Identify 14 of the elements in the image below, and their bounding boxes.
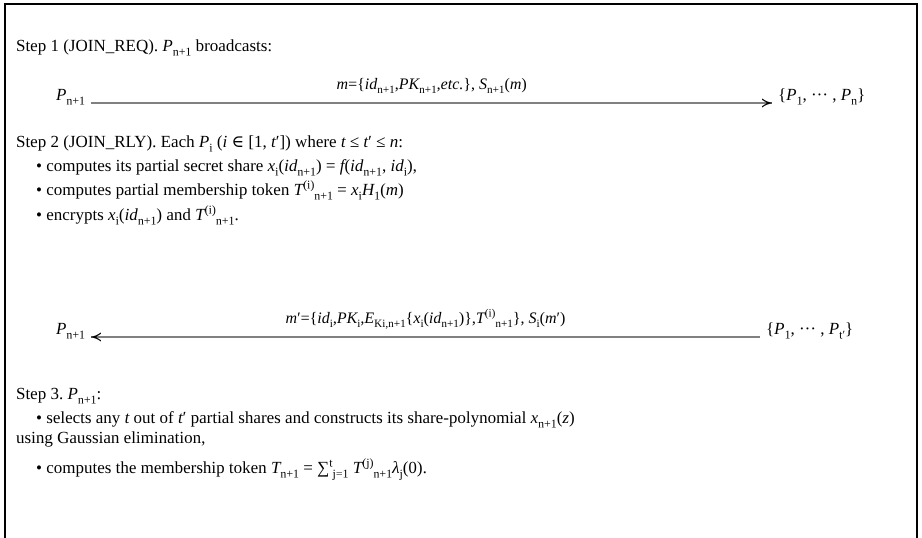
bullet-item: • selects any t out of t′ partial shares and constructs its share-polynomial x$_{n+1}$(z) using Gaussian elimination, [16,408,576,448]
bullet-item: • computes the membership token T$_{n+1}$ = ∑$^{t}$$_{j=1}$ T$^{(j)}$$_{n+1}$λ$_{j}$(0). [36,458,427,478]
step-heading: Step 1 (JOIN_REQ). P$_{n+1}$ broadcasts: [16,36,272,56]
bullet-item: • computes partial membership token T$^{(i)}$$_{n+1}$ = x$_{i}$H$_{1}$(m) [36,180,404,200]
message-label: m={id$_{n+1}$,PK$_{n+1}$,etc.}, S$_{n+1}$(m) [334,75,529,95]
bullet-item: • encrypts x$_{i}$(id$_{n+1}$) and T$^{(i)}$$_{n+1}$. [36,205,239,225]
step-heading: Step 3. P$_{n+1}$: [16,384,102,404]
bullet-item: • computes its partial secret share x$_{i}$(id$_{n+1}$) = f(id$_{n+1}$, id$_{i}$), [36,156,417,176]
party-label: P$_{n+1}$ [54,84,87,106]
party-label: {P$_{1}$, ··· , P$_{n}$} [776,84,868,106]
party-label: P$_{n+1}$ [54,318,87,340]
party-label: {P$_{1}$, ··· , P$_{t′}$} [764,318,856,340]
step-heading: Step 2 (JOIN_RLY). Each P$_{i}$ (i ∈ [1, t′]) where t ≤ t′ ≤ n: [16,132,403,152]
message-label: m′={id$_{i}$,PK$_{i}$,E$_{K}$$_{i,n+1}${x$_{i}$(id$_{n+1}$)},T$^{(i)}$$_{n+1}$}, S$_{i}$(m′) [284,309,568,329]
